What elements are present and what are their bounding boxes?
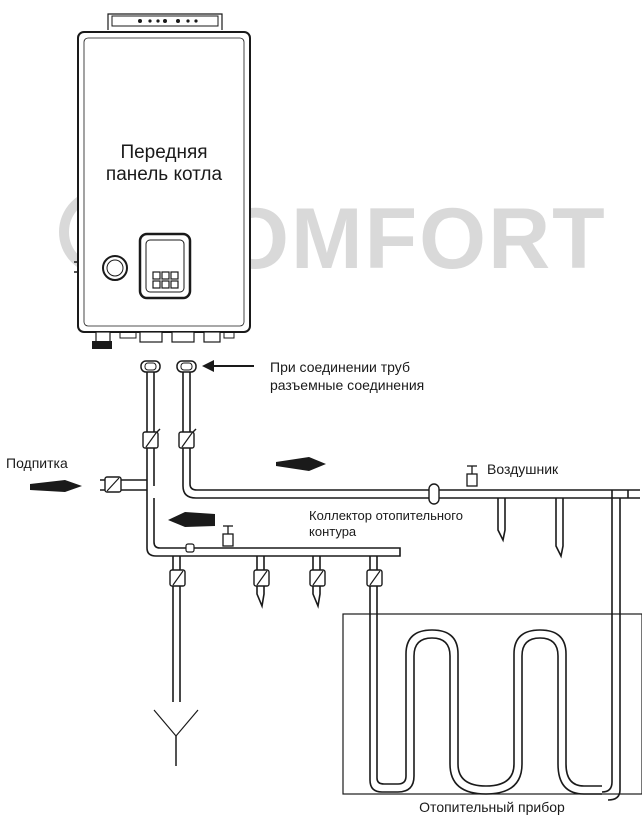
collector-label-line2: контура (309, 524, 357, 539)
valve-icon (178, 428, 197, 449)
boiler-label-line1: Передняя (120, 142, 207, 163)
arrow-left-icon (168, 512, 215, 527)
union-connectors (140, 360, 197, 373)
radiator-box (342, 613, 642, 795)
boiler: Передняя панель котла (74, 13, 251, 349)
valve-icon (142, 428, 161, 449)
radiator-feed-pipe (369, 556, 384, 793)
inline-union (428, 483, 440, 505)
valve-icon (309, 569, 326, 587)
connections-pointer (202, 360, 254, 372)
valve-icon (366, 569, 383, 587)
air-vent-icon (222, 525, 234, 547)
arrow-right-icon (30, 480, 82, 492)
supply-down-pipe (601, 490, 613, 793)
valve-icon (104, 476, 122, 493)
boiler-bottom-fittings (92, 331, 235, 349)
drain-funnel-icon (153, 709, 199, 766)
valve-icon (169, 569, 186, 587)
supply-drop-2 (555, 498, 564, 559)
supply-pipe (182, 372, 640, 499)
collector-label-line1: Коллектор отопительного (309, 508, 463, 523)
control-knob (102, 255, 128, 281)
heating-loop-inner (384, 637, 602, 795)
air-vent-label: Воздушник (487, 461, 559, 477)
connections-label-line1: При соединении труб (270, 359, 410, 375)
connections-label-line2: разъемные соединения (270, 377, 424, 393)
arrow-right-icon (276, 457, 326, 471)
valve-icon (253, 569, 270, 587)
heating-loop-outer (384, 629, 602, 787)
air-vent-icon (466, 465, 478, 487)
collector-manifold (146, 541, 401, 557)
boiler-label-line2: панель котла (106, 164, 223, 185)
radiator-label: Отопительный прибор (419, 799, 565, 815)
supply-drop-1 (497, 498, 506, 543)
control-panel (138, 232, 192, 300)
makeup-label: Подпитка (6, 455, 68, 471)
